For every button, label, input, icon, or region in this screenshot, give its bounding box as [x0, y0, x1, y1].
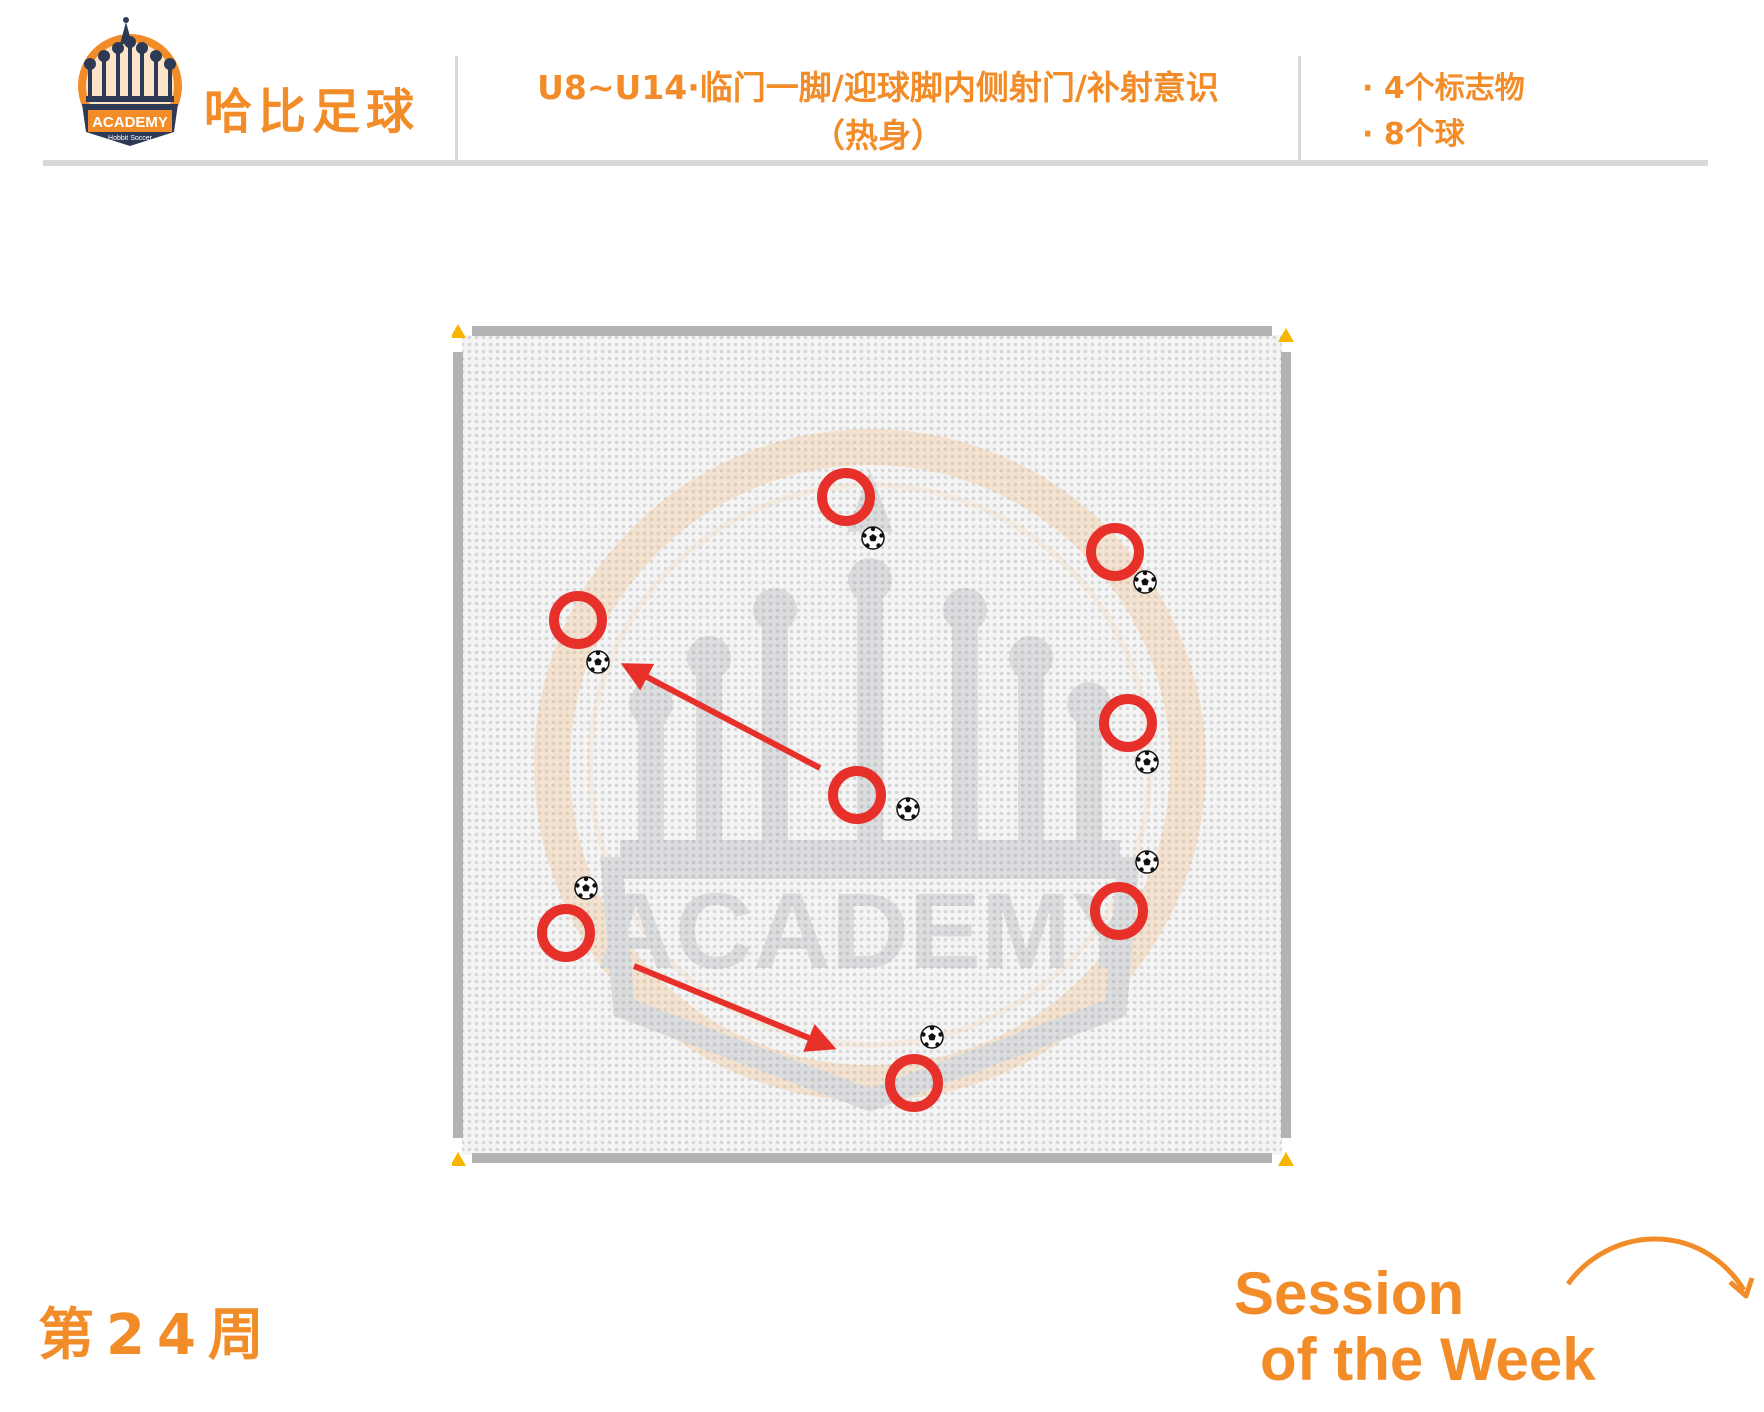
player-bottom [885, 1054, 943, 1112]
of-the-week-words: of the Week [1260, 1326, 1596, 1393]
watermark-logo: ACADEMY [534, 429, 1206, 1112]
session-title-line1: U8~U14·临门一脚/迎球脚内侧射门/补射意识 [537, 68, 1219, 107]
watermark-text: ACADEMY [597, 870, 1143, 991]
session-title: U8~U14·临门一脚/迎球脚内侧射门/补射意识 （热身） [462, 64, 1294, 160]
equipment-item-balls: · 8个球 [1362, 117, 1465, 152]
ball-6 [1135, 850, 1159, 874]
swoosh-arrowhead [1728, 1277, 1755, 1299]
header-rule [43, 160, 1708, 166]
equipment-item-cones: · 4个标志物 [1362, 71, 1525, 106]
ball-4 [1135, 750, 1159, 774]
arrow-center-to-left [620, 663, 822, 771]
session-word: Session [1234, 1260, 1464, 1327]
swoosh-arc [1565, 1236, 1747, 1292]
player-left-upper [549, 591, 607, 649]
ball-1 [861, 526, 885, 550]
ball-7 [574, 876, 598, 900]
player-top-right [1086, 523, 1144, 581]
ball-5 [896, 797, 920, 821]
cone-top-left [452, 324, 466, 338]
player-right-lower [1090, 882, 1148, 940]
brand-name: 哈比足球 [204, 84, 421, 140]
player-left-lower [537, 904, 595, 962]
ball-3 [586, 650, 610, 674]
drill-diagram: ACADEMY [452, 324, 1294, 1166]
player-center [828, 766, 886, 824]
arrow-left-to-bottom [632, 963, 837, 1052]
header-divider-left [455, 56, 458, 160]
cone-bottom-left [452, 1152, 466, 1166]
logo-text: ACADEMY [92, 114, 168, 131]
cone-top-right [1278, 328, 1294, 342]
session-of-the-week-logo: Session of the Week [1234, 1236, 1755, 1393]
academy-logo: ACADEMY Hobbit Soccer [78, 17, 182, 146]
ball-2 [1133, 570, 1157, 594]
header: ACADEMY Hobbit Soccer 哈比足球 U8~U14·临门一脚/迎… [0, 0, 1764, 175]
session-title-line2: （热身） [812, 116, 944, 155]
player-top [817, 468, 875, 526]
ball-8 [920, 1025, 944, 1049]
week-label: 第24周 [38, 1303, 276, 1368]
pitch-boundary [453, 326, 1291, 1163]
player-right-middle [1099, 694, 1157, 752]
header-divider-right [1298, 56, 1301, 160]
cone-bottom-right [1278, 1152, 1294, 1166]
equipment-list: · 4个标志物 · 8个球 [1362, 66, 1525, 158]
logo-subtext: Hobbit Soccer [108, 135, 153, 142]
